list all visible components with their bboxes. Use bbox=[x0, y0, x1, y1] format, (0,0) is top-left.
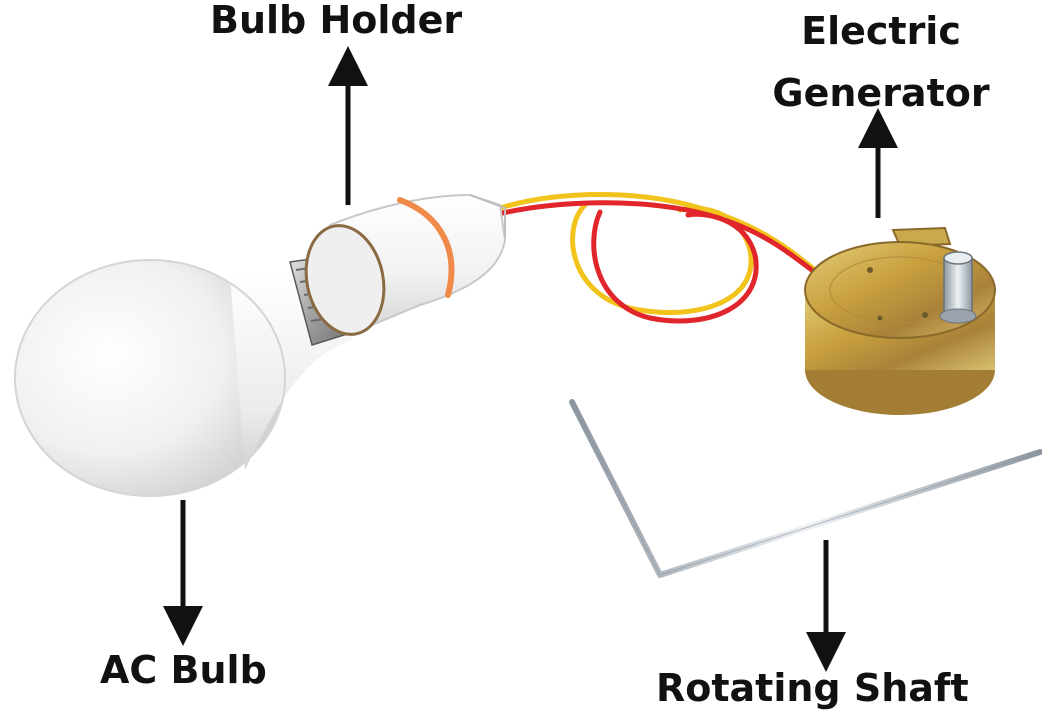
yellow-wire bbox=[497, 192, 818, 315]
electric-generator-label-line2: Generator bbox=[772, 71, 990, 115]
ac-bulb-label: AC Bulb bbox=[100, 648, 267, 692]
electric-generator-label: Electric Generator bbox=[768, 0, 994, 124]
wires bbox=[495, 192, 823, 324]
bulb-holder-label: Bulb Holder bbox=[210, 0, 463, 42]
rotating-shaft-label: Rotating Shaft bbox=[656, 666, 969, 710]
electric-generator bbox=[804, 226, 996, 415]
bulb-globe bbox=[15, 260, 285, 496]
red-wire bbox=[495, 200, 823, 324]
bulb-holder bbox=[304, 193, 507, 336]
callout-arrows bbox=[163, 46, 898, 672]
holder-ring bbox=[397, 197, 455, 298]
rotating-shaft-wire bbox=[569, 399, 1042, 578]
generator-spindle bbox=[943, 257, 973, 317]
electric-generator-label-line1: Electric bbox=[801, 9, 961, 53]
